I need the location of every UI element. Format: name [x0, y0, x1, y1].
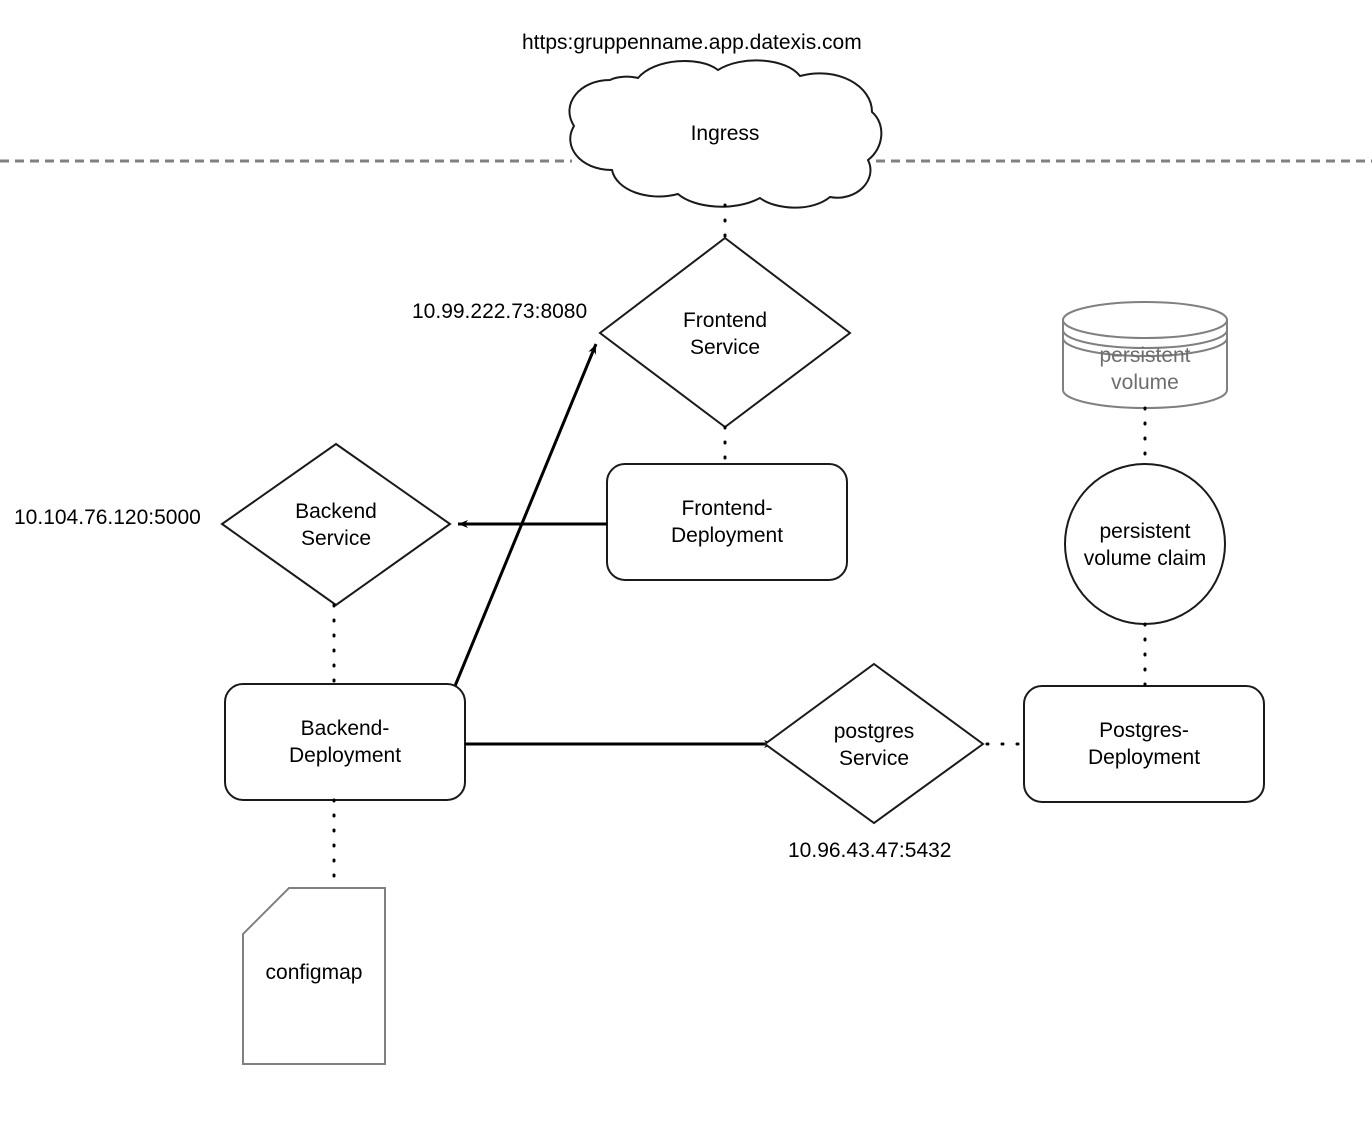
- backend-deployment-shape[interactable]: [224, 683, 466, 801]
- postgres-service-address-label: 10.96.43.47:5432: [788, 839, 952, 862]
- frontend-service-address-label: 10.99.222.73:8080: [412, 300, 588, 323]
- frontend-service-shape[interactable]: [598, 236, 852, 429]
- ingress-url-label: https:gruppenname.app.datexis.com: [522, 31, 862, 54]
- postgres-deployment-shape[interactable]: [1023, 685, 1265, 803]
- backend-service-address-label: 10.104.76.120:5000: [14, 506, 201, 529]
- ingress-cloud-shape[interactable]: [568, 59, 883, 209]
- persistent-volume-shape[interactable]: [1062, 301, 1228, 409]
- configmap-shape[interactable]: [242, 887, 386, 1065]
- frontend-deployment-shape[interactable]: [606, 463, 848, 581]
- postgres-service-shape[interactable]: [763, 662, 985, 825]
- edge-backend-deployment-to-frontend-service: [453, 343, 598, 687]
- backend-service-shape[interactable]: [220, 442, 452, 607]
- persistent-volume-claim-shape[interactable]: [1064, 463, 1226, 625]
